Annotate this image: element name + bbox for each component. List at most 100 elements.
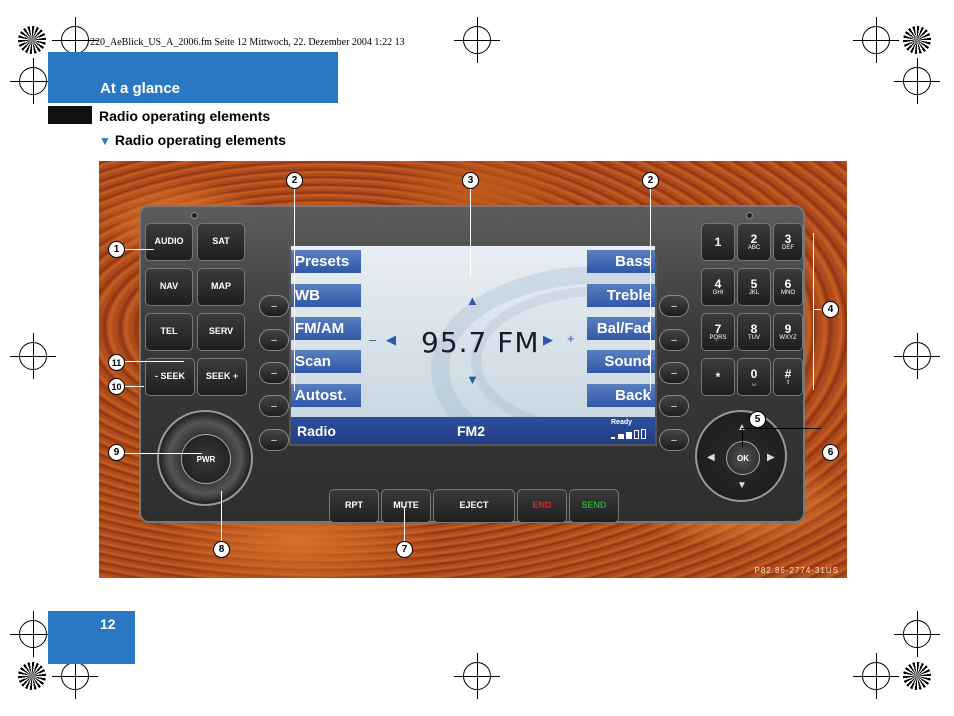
callout-5: 5 [749,411,766,428]
status-band: FM2 [457,423,485,439]
volume-knob[interactable]: PWR [157,410,253,506]
registration-mark [903,26,931,54]
callout-2-left: 2 [286,172,303,189]
crop-mark [454,653,500,699]
softkey-right-5[interactable]: – [659,429,689,451]
softkey-right-2[interactable]: – [659,329,689,351]
registration-mark [903,662,931,690]
eject-button[interactable]: EJECT [433,489,515,523]
callout-11: 11 [108,354,125,371]
leader-line [741,428,821,429]
softkey-scan[interactable]: Scan [291,350,361,373]
softkey-left-1[interactable]: – [259,295,289,317]
keypad-hash[interactable]: #⇧ [773,358,803,396]
arrow-right-icon: ▶ [543,332,553,347]
nav-button[interactable]: NAV [145,268,193,306]
keypad-star[interactable]: * [701,358,735,396]
softkey-left-3[interactable]: – [259,362,289,384]
softkey-bal-fad[interactable]: Bal/Fad [587,317,655,340]
softkey-left-2[interactable]: – [259,329,289,351]
leader-line [294,188,295,391]
signal-strength-icon [611,429,651,440]
crop-mark [10,333,56,379]
sub-title-text: Radio operating elements [114,132,287,148]
display-screen: Presets WB FM/AM Scan Autost. Bass Trebl… [289,244,657,446]
status-ready: Ready [611,419,633,426]
seek-up-button[interactable]: SEEK + [197,358,247,396]
leader-line [124,361,184,362]
leader-line [124,453,202,454]
callout-8: 8 [213,541,230,558]
softkey-autost[interactable]: Autost. [291,384,361,407]
crop-mark [894,611,940,657]
crop-mark [894,333,940,379]
keypad-1[interactable]: 1 [701,223,735,261]
softkey-right-4[interactable]: – [659,395,689,417]
softkey-wb[interactable]: WB [291,284,361,307]
leader-line [650,188,651,391]
mute-button[interactable]: MUTE [381,489,431,523]
screw-dot [191,212,198,219]
status-source: Radio [297,423,336,439]
softkey-left-4[interactable]: – [259,395,289,417]
callout-1: 1 [108,241,125,258]
screw-dot [746,212,753,219]
serv-button[interactable]: SERV [197,313,245,351]
registration-mark [18,26,46,54]
crop-mark [853,17,899,63]
pad-right-icon[interactable]: ▶ [767,452,775,463]
sat-button[interactable]: SAT [197,223,245,261]
softkey-fm-am[interactable]: FM/AM [291,317,361,340]
pad-left-icon[interactable]: ◀ [707,452,715,463]
map-button[interactable]: MAP [197,268,245,306]
radio-figure: AUDIO SAT NAV MAP TEL SERV - SEEK SEEK +… [99,161,847,578]
crop-mark [10,611,56,657]
softkey-right-3[interactable]: – [659,362,689,384]
rpt-button[interactable]: RPT [329,489,379,523]
softkey-treble[interactable]: Treble [587,284,655,307]
frequency-display: 95.7 FM [421,326,540,359]
ok-button[interactable]: OK [726,441,760,475]
sub-title: ▼Radio operating elements [99,132,286,148]
callout-3: 3 [462,172,479,189]
softkey-right-1[interactable]: – [659,295,689,317]
leader-line [813,309,821,310]
arrow-up-icon: ▲ [466,293,479,308]
minus-sign: – [369,332,377,347]
pad-up-icon[interactable]: ▲ [737,422,747,433]
power-label: PWR [196,454,216,464]
callout-10: 10 [108,378,125,395]
page-number: 12 [100,616,116,632]
keypad-0[interactable]: 0␣ [737,358,771,396]
navigation-pad[interactable]: ▲ ▼ ◀ ▶ OK [695,410,787,502]
pad-down-icon[interactable]: ▼ [737,480,747,491]
leader-line [124,386,144,387]
crop-mark [853,653,899,699]
softkey-presets[interactable]: Presets [291,250,361,273]
softkey-left-5[interactable]: – [259,429,289,451]
power-button[interactable]: PWR [181,434,231,484]
crop-mark [894,58,940,104]
softkey-sound[interactable]: Sound [587,350,655,373]
crop-mark [10,58,56,104]
print-header: 220_AeBlick_US_A_2006.fm Seite 12 Mittwo… [90,37,405,48]
audio-button[interactable]: AUDIO [145,223,193,261]
softkey-bass[interactable]: Bass [587,250,655,273]
softkey-back[interactable]: Back [587,384,655,407]
callout-7: 7 [396,541,413,558]
leader-line [813,233,814,390]
tel-button[interactable]: TEL [145,313,193,351]
callout-2-right: 2 [642,172,659,189]
send-call-button[interactable]: SEND [569,489,619,523]
seek-down-button[interactable]: - SEEK [145,358,195,396]
end-call-button[interactable]: END [517,489,567,523]
arrow-down-icon: ▼ [466,372,479,387]
